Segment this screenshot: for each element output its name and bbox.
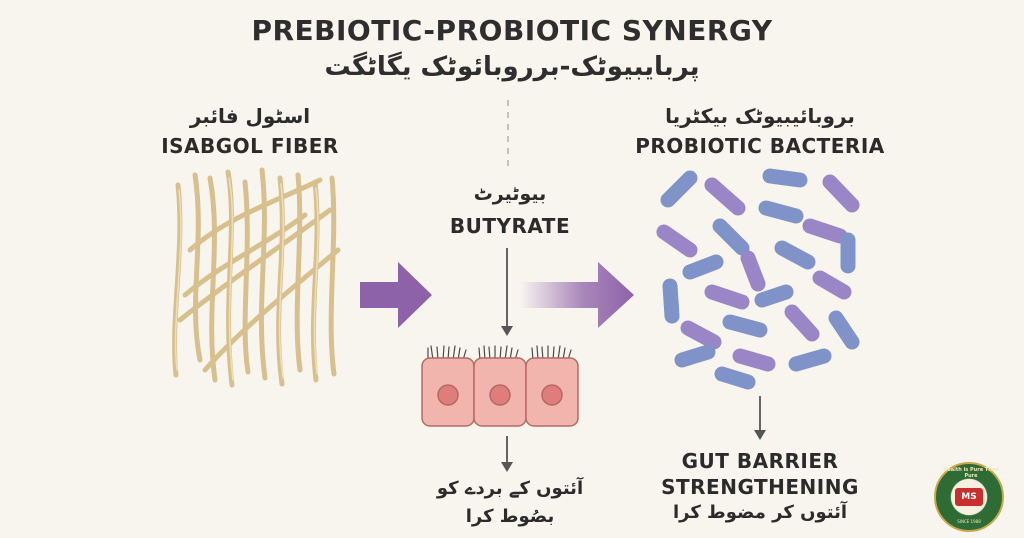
barrier-label-line1: GUT BARRIER — [681, 449, 839, 473]
bacteria-down-arrow — [754, 396, 766, 440]
fiber-label: ISABGOL FIBER — [161, 134, 339, 158]
butyrate-label: BUTYRATE — [449, 214, 571, 238]
logo-ring-text: Health is Pure Than Pure — [943, 467, 999, 479]
butyrate-caption-urdu-1: آئتوں کے بردے کو — [436, 478, 584, 499]
brand-logo: Health is Pure Than Pure MS SINCE 1988 — [934, 462, 1004, 532]
bacteria-label: PROBIOTIC BACTERIA — [635, 134, 885, 158]
bacteria-label-urdu: بروبائیبیوٹک بیکٹریا — [665, 104, 855, 128]
barrier-label-line2: STRENGTHENING — [661, 475, 859, 499]
page-title: PREBIOTIC-PROBIOTIC SYNERGY — [251, 14, 773, 47]
probiotic-bacteria-cluster — [656, 168, 860, 390]
butyrate-label-urdu: بیوٹیرٹ — [473, 183, 547, 205]
barrier-label-urdu: آئتوں کر مضوط کرا — [672, 502, 848, 523]
butyrate-down-arrow — [501, 248, 513, 336]
arrow-fiber-to-cells — [360, 262, 432, 328]
arrow-to-bacteria — [520, 262, 634, 328]
fiber-label-urdu: اسٹول فائبر — [189, 104, 311, 128]
isabgol-fiber-highlights — [174, 177, 319, 381]
logo-since-text: SINCE 1988 — [957, 519, 981, 524]
page-title-urdu: پربایبیوٹک-برروبائوٹک یگاٹگت — [324, 52, 700, 82]
logo-initials: MS — [955, 488, 983, 506]
epithelial-cells — [421, 357, 579, 427]
cells-down-arrow — [501, 436, 513, 472]
isabgol-fiber-strands — [172, 167, 341, 388]
butyrate-caption-urdu-2: بصُوط کرا — [465, 506, 555, 527]
